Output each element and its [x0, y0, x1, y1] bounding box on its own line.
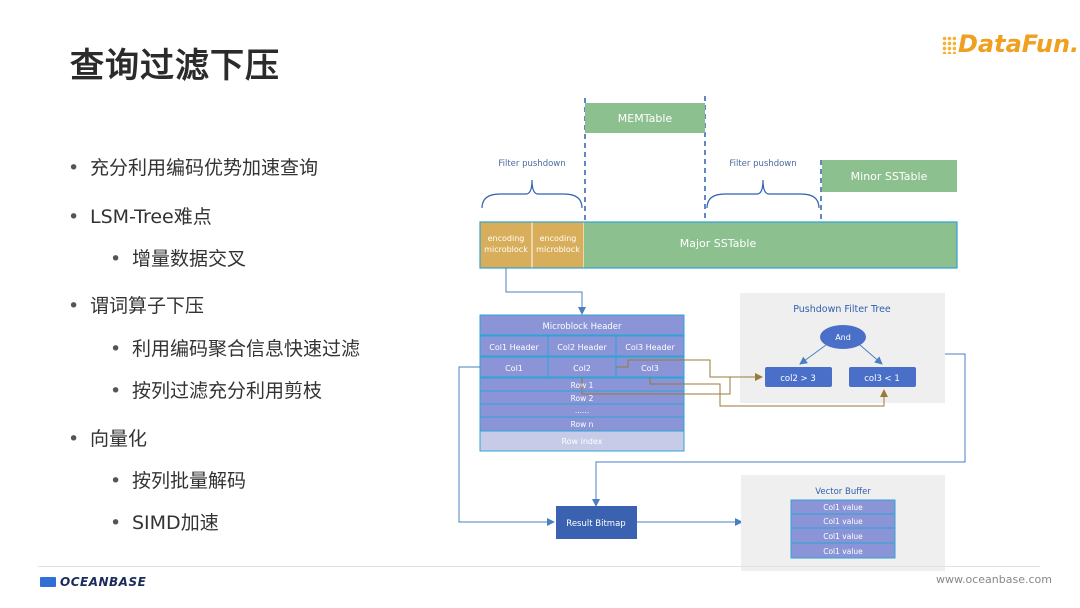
bullet-subitem: •按列批量解码 — [110, 470, 247, 492]
footer-website: www.oceanbase.com — [936, 573, 1052, 586]
major-sstable-box — [584, 222, 957, 268]
encoding-label: encoding — [540, 234, 577, 243]
bullet-subitem: •增量数据交叉 — [110, 248, 247, 270]
connector-arrow — [592, 353, 966, 507]
bullet-subitem: •SIMD加速 — [110, 512, 219, 534]
predicate-left-label: col2 > 3 — [780, 374, 816, 384]
microblock-label: microblock — [484, 245, 528, 254]
major-sstable-outline — [479, 221, 958, 269]
col2-header-label: Col2 Header — [557, 343, 607, 352]
minor-sstable-label: Minor SSTable — [851, 170, 928, 183]
col1-label: Col1 — [505, 364, 523, 373]
row2-label: Row 2 — [571, 394, 594, 403]
microblock-header-label: Microblock Header — [542, 322, 622, 332]
logo-dots-icon — [942, 36, 956, 54]
bullet-item: •LSM-Tree难点 — [68, 206, 212, 228]
vector-value-label: Col1 value — [823, 547, 863, 556]
brace-icon — [481, 179, 583, 209]
bullet-item: •谓词算子下压 — [68, 295, 205, 317]
predicate-left — [765, 367, 832, 387]
datafun-logo: DataFun. — [942, 30, 1079, 58]
logo-text: DataFun. — [958, 30, 1080, 58]
microblock-label: microblock — [536, 245, 580, 254]
col-header-cell — [615, 335, 685, 357]
bullet-subitem: •按列过滤充分利用剪枝 — [110, 380, 323, 402]
vector-value-label: Col1 value — [823, 532, 863, 541]
tree-edge — [859, 344, 883, 365]
col1-header-label: Col1 Header — [489, 343, 539, 352]
footer-divider — [38, 566, 1040, 567]
bullet-item: •充分利用编码优势加速查询 — [68, 157, 319, 179]
vector-buffer-title: Vector Buffer — [815, 487, 871, 497]
predicate-right — [849, 367, 916, 387]
microblock-header-row — [479, 314, 685, 336]
result-bitmap-label: Result Bitmap — [566, 519, 625, 529]
encoding-microblock-2 — [531, 221, 585, 269]
connector-arrow — [458, 366, 555, 526]
oceanbase-mark-icon — [40, 577, 56, 587]
bullet-subitem: •利用编码聚合信息快速过滤 — [110, 338, 361, 360]
tree-edge — [799, 344, 827, 365]
memtable-box — [585, 103, 705, 133]
rown-label: Row n — [571, 420, 594, 429]
col3-label: Col3 — [641, 364, 659, 373]
major-sstable-label: Major SSTable — [680, 237, 757, 250]
memtable-label: MEMTable — [618, 112, 673, 125]
filter-tree-title: Pushdown Filter Tree — [793, 304, 891, 315]
oceanbase-brand-text: OCEANBASE — [60, 575, 147, 589]
filter-pushdown-label: Filter pushdown — [498, 159, 565, 169]
encoding-label: encoding — [488, 234, 525, 243]
connector-arrow — [616, 359, 762, 378]
filter-pushdown-label: Filter pushdown — [729, 159, 796, 169]
col2-label: Col2 — [573, 364, 591, 373]
row-index-label: Row index — [561, 437, 602, 446]
minor-sstable-box — [822, 160, 957, 192]
row-index-cell — [479, 430, 685, 452]
vector-value-label: Col1 value — [823, 503, 863, 512]
vector-value-label: Col1 value — [823, 517, 863, 526]
col3-header-label: Col3 Header — [625, 343, 675, 352]
result-bitmap-box — [556, 506, 637, 539]
brace-icon — [706, 179, 820, 209]
bullet-item: •向量化 — [68, 428, 148, 450]
and-node-label: And — [835, 333, 851, 342]
rows-ellipsis-label: ...... — [575, 406, 589, 415]
and-node — [820, 325, 866, 349]
vector-value-cell — [790, 542, 896, 559]
page-title: 查询过滤下压 — [70, 46, 280, 86]
oceanbase-logo: OCEANBASE — [40, 575, 146, 589]
connector-arrow — [505, 268, 586, 315]
predicate-right-label: col3 < 1 — [864, 374, 900, 384]
connector-arrow — [649, 377, 888, 407]
